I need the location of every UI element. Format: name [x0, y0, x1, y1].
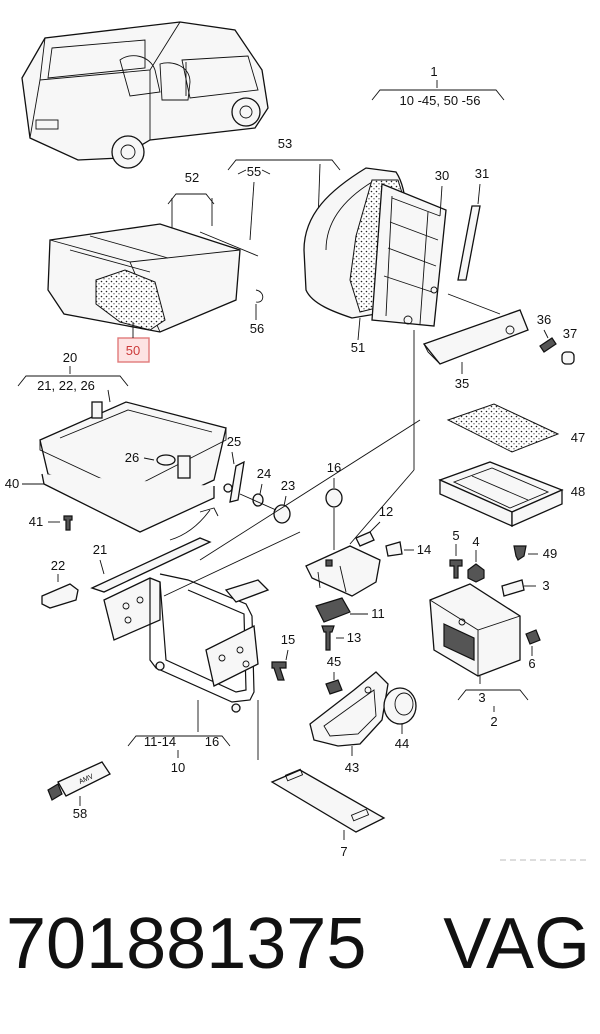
trim-strip: [457, 205, 481, 281]
adjuster-mechanism: [305, 545, 381, 597]
label-10-range: 11-14: [144, 734, 176, 749]
label-53: 53: [278, 136, 292, 151]
label-11: 11: [371, 606, 385, 621]
highlighted-part-box[interactable]: [117, 337, 150, 363]
label-24: 24: [257, 466, 271, 481]
label-10-16: 16: [205, 734, 219, 749]
label-5: 5: [452, 528, 459, 543]
label-35: 35: [455, 376, 469, 391]
label-41: 41: [29, 514, 43, 529]
tray-mat: [446, 403, 560, 453]
seat-base-frame: [103, 419, 421, 703]
label-43: 43: [345, 760, 359, 775]
label-4: 4: [472, 534, 479, 549]
van-illustration: [21, 21, 269, 169]
label-47: 47: [571, 430, 585, 445]
label-6: 6: [528, 656, 535, 671]
seat-frame: [39, 401, 227, 533]
label-3: 3: [542, 578, 549, 593]
label-2: 2: [490, 714, 497, 729]
seat-foam-pad: [95, 269, 166, 331]
label-14: 14: [417, 542, 431, 557]
label-1-range: 10 -45, 50 -56: [400, 93, 481, 108]
label-48: 48: [571, 484, 585, 499]
label-37: 37: [563, 326, 577, 341]
label-56: 56: [250, 321, 264, 336]
brand-name: VAG: [443, 904, 590, 984]
label-20: 20: [63, 350, 77, 365]
parts-diagram: 1 10 -45, 50 -56 52 55 56 50 53 30 31 51: [5, 21, 590, 861]
label-30: 30: [435, 168, 449, 183]
mounting-bracket: [429, 583, 521, 677]
seat-rail: [90, 537, 212, 593]
label-22: 22: [51, 558, 65, 573]
label-25: 25: [227, 434, 241, 449]
label-50[interactable]: 50: [126, 343, 140, 358]
label-21: 21: [93, 542, 107, 557]
strap-bar: [270, 769, 386, 833]
label-44: 44: [395, 736, 409, 751]
label-23: 23: [281, 478, 295, 493]
label-49: 49: [543, 546, 557, 561]
armrest: [422, 309, 529, 365]
side-cover: [309, 671, 389, 747]
label-45: 45: [327, 654, 341, 669]
grease-tube: AMV: [47, 761, 111, 801]
part-number: 701881375: [6, 904, 367, 984]
label-3b: 3: [478, 690, 485, 705]
label-10: 10: [171, 760, 185, 775]
label-52: 52: [185, 170, 199, 185]
label-16: 16: [327, 460, 341, 475]
lever-handle: [41, 583, 79, 609]
label-7: 7: [340, 844, 347, 859]
label-51: 51: [351, 340, 365, 355]
label-58: 58: [73, 806, 87, 821]
seat-cushion: [47, 223, 241, 333]
label-20-range: 21, 22, 26: [37, 378, 95, 393]
label-26: 26: [125, 450, 139, 465]
label-31: 31: [475, 166, 489, 181]
label-15: 15: [281, 632, 295, 647]
backrest: [303, 167, 447, 327]
label-40: 40: [5, 476, 19, 491]
label-13: 13: [347, 630, 361, 645]
label-55: 55: [247, 164, 261, 179]
label-12: 12: [379, 504, 393, 519]
storage-tray: [438, 461, 564, 528]
label-36: 36: [537, 312, 551, 327]
adjustment-knob: [383, 687, 417, 725]
label-1: 1: [430, 64, 437, 79]
